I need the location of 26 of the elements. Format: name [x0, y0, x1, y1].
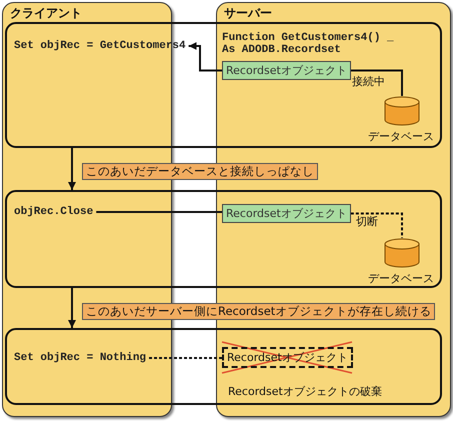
- banner-box: このあいだサーバー側にRecordsetオブジェクトが存在し続ける: [82, 303, 436, 320]
- edge-label: 切断: [356, 214, 378, 229]
- lane-title: クライアント: [10, 5, 82, 22]
- lane-title: サーバー: [224, 5, 272, 22]
- caption-text: Recordsetオブジェクトの破棄: [228, 384, 382, 399]
- arrow: [68, 148, 76, 190]
- connector-line: [350, 70, 403, 96]
- connector-line: [96, 211, 222, 213]
- rounded-panel: [5, 190, 442, 288]
- rounded-panel: [5, 328, 442, 405]
- arrow: [188, 42, 222, 72]
- database-label: データベース: [368, 271, 434, 286]
- connector-line: [350, 212, 403, 238]
- connector-line: [149, 357, 222, 359]
- database-cylinder: [384, 238, 420, 268]
- object-box: Recordsetオブジェクト: [222, 204, 351, 223]
- code-text: Set objRec = Nothing: [14, 352, 150, 364]
- database-label: データベース: [368, 129, 434, 144]
- code-text: Function GetCustomers4() _ As ADODB.Recordset: [222, 32, 412, 56]
- edge-label: 接続中: [352, 74, 385, 89]
- arrow: [68, 288, 76, 328]
- database-cylinder: [384, 96, 420, 126]
- banner-box: このあいだデータベースと接続しっぱなし: [82, 163, 318, 180]
- code-text: objRec.Close: [14, 206, 96, 218]
- object-box: Recordsetオブジェクト: [222, 61, 351, 80]
- rounded-panel: [5, 22, 442, 148]
